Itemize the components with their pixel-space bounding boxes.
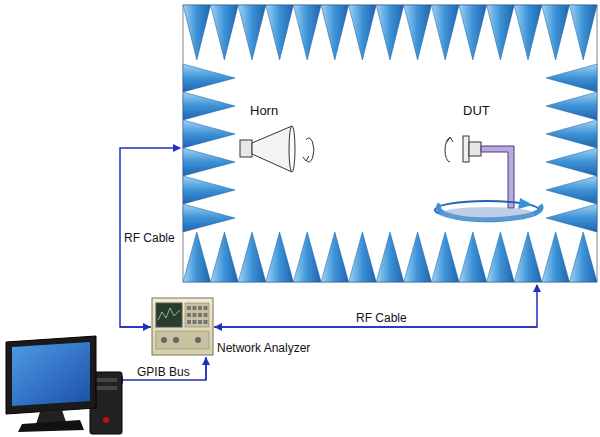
cables [116, 148, 537, 380]
absorber-cone [183, 232, 211, 282]
absorber-cone [183, 92, 235, 120]
absorber-cone [459, 232, 487, 282]
absorber-cone [183, 176, 235, 204]
absorber-cone [183, 64, 235, 92]
dut-positioner [435, 136, 541, 221]
absorber-cones [183, 5, 597, 282]
absorber-cone [183, 204, 235, 232]
absorber-cone [569, 232, 597, 282]
computer [6, 336, 122, 434]
absorber-cone [546, 120, 597, 148]
absorber-cone [404, 232, 432, 282]
absorber-cone [569, 5, 597, 60]
device-label: Horn [250, 104, 278, 118]
absorber-cone [546, 204, 597, 232]
absorber-cone [459, 5, 487, 60]
horn-antenna [240, 126, 314, 172]
absorber-cone [546, 176, 597, 204]
absorber-cone [321, 232, 349, 282]
cable-label: RF Cable [124, 231, 175, 245]
absorber-cone [542, 232, 570, 282]
absorber-cone [238, 232, 266, 282]
cable-label: RF Cable [356, 311, 407, 325]
absorber-cone [376, 232, 404, 282]
absorber-cone [266, 5, 294, 60]
absorber-cone [321, 5, 349, 60]
instrument-label: Network Analyzer [217, 341, 310, 355]
absorber-cone [487, 5, 515, 60]
absorber-cone [487, 232, 515, 282]
absorber-cone [514, 5, 542, 60]
absorber-cone [238, 5, 266, 60]
absorber-cone [211, 232, 239, 282]
anechoic-chamber [183, 5, 597, 282]
bus-label: GPIB Bus [137, 365, 190, 379]
absorber-cone [183, 148, 235, 176]
absorber-cone [431, 232, 459, 282]
absorber-cone [546, 148, 597, 176]
absorber-cone [431, 5, 459, 60]
absorber-cone [546, 64, 597, 92]
absorber-cone [376, 5, 404, 60]
absorber-cone [183, 5, 211, 60]
absorber-cone [404, 5, 432, 60]
absorber-cone [349, 232, 377, 282]
absorber-cone [514, 232, 542, 282]
absorber-cone [542, 5, 570, 60]
network-analyzer-instrument [152, 298, 213, 355]
device-label: DUT [463, 104, 490, 118]
absorber-cone [293, 5, 321, 60]
absorber-cone [183, 120, 235, 148]
absorber-cone [349, 5, 377, 60]
absorber-cone [546, 92, 597, 120]
absorber-cone [293, 232, 321, 282]
absorber-cone [211, 5, 239, 60]
absorber-cone [266, 232, 294, 282]
